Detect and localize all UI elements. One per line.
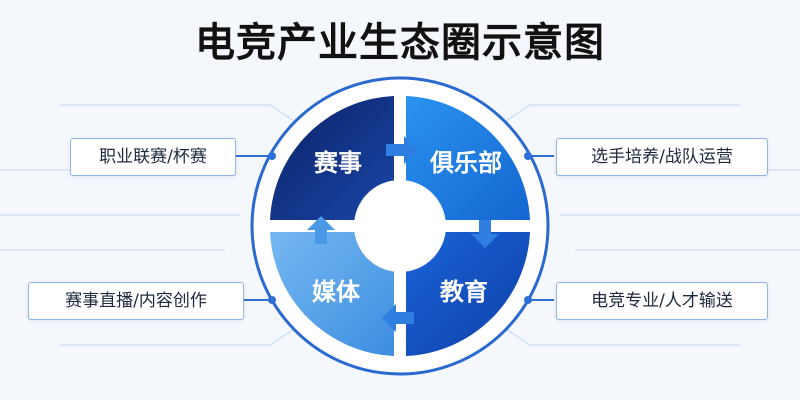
quadrant-top-right-label: 俱乐部	[429, 149, 502, 177]
connector-dot	[268, 296, 276, 304]
connector-dot	[524, 152, 532, 160]
label-esports-education: 电竞专业/人才输送	[556, 282, 768, 320]
label-professional-league: 职业联赛/杯赛	[70, 138, 236, 176]
connector-dot	[524, 296, 532, 304]
quadrant-bottom-right-label: 教育	[440, 278, 488, 306]
arrow-right-icon	[386, 136, 418, 164]
quadrant-top-left-label: 赛事	[313, 149, 362, 177]
quadrant-top-right[interactable]: 俱乐部	[406, 96, 530, 220]
connector-dot	[268, 152, 276, 160]
arrow-left-icon	[382, 304, 414, 332]
quadrant-top-left[interactable]: 赛事	[270, 96, 394, 220]
label-live-streaming: 赛事直播/内容创作	[28, 282, 244, 320]
quadrant-bottom-left-label: 媒体	[312, 278, 361, 306]
quadrant-bottom-right[interactable]: 教育	[406, 232, 530, 356]
center-hole	[354, 180, 446, 272]
arrow-up-icon	[307, 216, 335, 244]
label-player-training: 选手培养/战队运营	[556, 138, 768, 176]
arrow-down-icon	[471, 220, 499, 248]
page-title: 电竞产业生态圈示意图	[195, 20, 605, 66]
quadrant-bottom-left[interactable]: 媒体	[270, 232, 394, 356]
